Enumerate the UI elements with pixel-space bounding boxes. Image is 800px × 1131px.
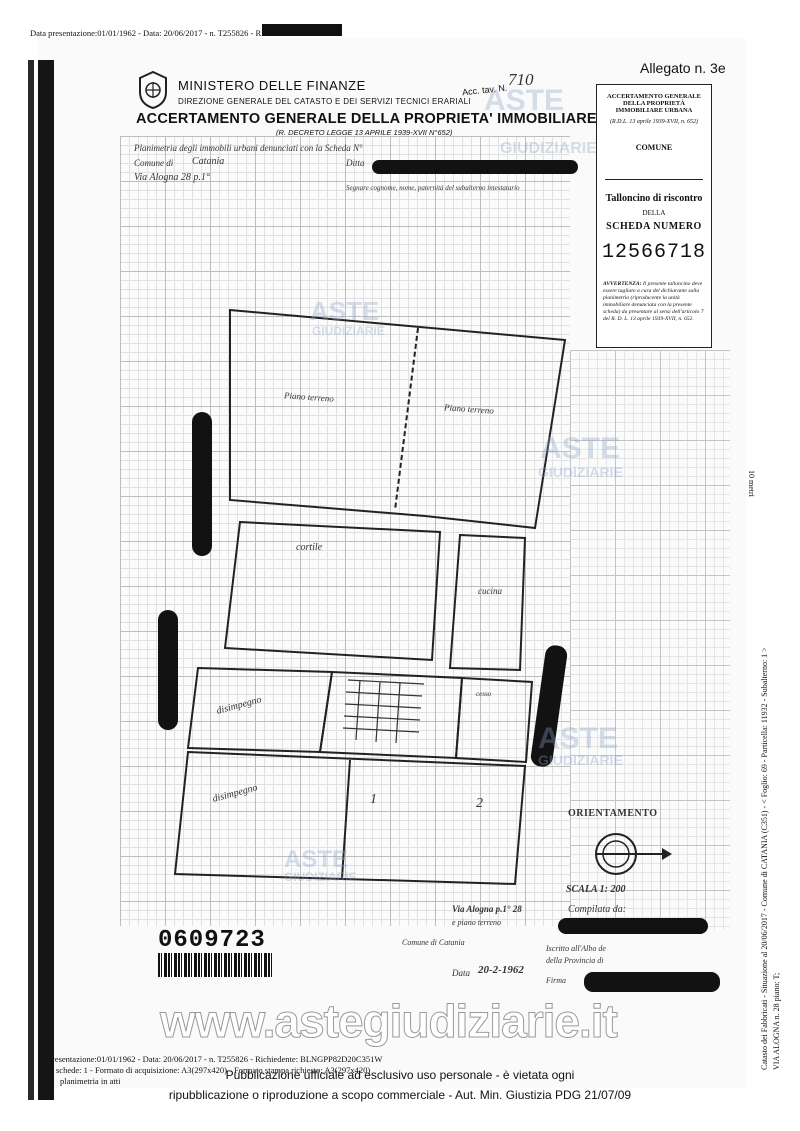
ditta-label: Ditta [346, 158, 365, 168]
talloncino-stub: ACCERTAMENTO GENERALE DELLA PROPRIETÀ IM… [596, 84, 712, 348]
stub-della: DELLA [642, 209, 666, 217]
publication-notice-2: ripubblicazione o riproduzione a scopo c… [168, 1088, 632, 1102]
emblem-icon [139, 70, 167, 110]
bottom-note-2: e piano terreno [452, 918, 502, 927]
label-cucina: cucina [478, 586, 502, 596]
watermark-brand-4: ASTE [538, 722, 619, 755]
data-value: 20-2-1962 [478, 964, 524, 976]
barcode [158, 953, 272, 977]
watermark-sub-5: GIUDIZIARIE [284, 870, 357, 884]
stub-decree: (R.D.L. 13 aprile 1939-XVII, n. 652) [610, 119, 698, 125]
iscritto-line-2: della Provincia di [546, 956, 604, 965]
side-scale-text: 10 metri [747, 470, 756, 497]
watermark-brand-1: ASTE [484, 84, 565, 117]
stub-number: 12566718 [601, 241, 706, 264]
plan-lower-rooms [173, 750, 527, 886]
stub-divider [605, 179, 703, 180]
compass-north-icon [595, 833, 672, 875]
stub-talloncino: Talloncino di riscontro [605, 193, 703, 204]
iscritto-line-1: Iscritto all'Albo de [546, 944, 606, 953]
stub-header: ACCERTAMENTO GENERALE DELLA PROPRIETÀ IM… [607, 93, 701, 114]
label-cortile: cortile [296, 542, 323, 553]
redaction-ditta [372, 160, 578, 174]
redaction-firma [584, 972, 720, 992]
floor-plan [173, 308, 567, 886]
watermark-sub-1: GIUDIZIARIE [500, 140, 597, 157]
decree-text: (R. DECRETO LEGGE 13 APRILE 1939-XVII N°… [276, 128, 453, 137]
comune-value: Catania [192, 156, 225, 167]
plan-party-wall [394, 327, 419, 511]
stub-scheda: SCHEDA NUMERO [606, 221, 702, 232]
firma-label: Firma [546, 976, 566, 985]
acc-tav-number: 710 [508, 70, 534, 89]
publication-notice-1: Pubblicazione ufficiale ad esclusivo uso… [225, 1068, 575, 1082]
bottom-note-1: Via Alogna p.1° 28 [452, 904, 522, 914]
comune-label: Comune di [134, 158, 174, 168]
watermark-url: www.astegiudiziarie.it [160, 995, 619, 1048]
plan-partition [341, 759, 351, 879]
label-room-2: 2 [476, 796, 483, 811]
redaction-top [262, 24, 342, 36]
watermark-brand-2: ASTE [310, 296, 380, 326]
planimetria-heading: Planimetria degli immobili urbani denunc… [134, 143, 363, 153]
compilata-label: Compilata da: [568, 904, 627, 915]
stub-avvertenza: AVVERTENZA: Il presente talloncino deve … [603, 281, 705, 323]
graph-paper-grid-right [570, 350, 730, 930]
watermark-sub-3: GIUDIZIARIE [538, 464, 623, 480]
plan-cortile [223, 520, 442, 662]
redaction-blot-2 [158, 610, 178, 730]
watermark-brand-3: ASTE [540, 432, 621, 465]
stub-avvertenza-text: Il presente talloncino deve essere tagli… [603, 281, 704, 322]
top-info-line: Data presentazione:01/01/1962 - Data: 20… [30, 28, 299, 38]
via-value: Via Alogna 28 p.1° [134, 172, 210, 183]
orientamento-label: ORIENTAMENTO [568, 808, 658, 819]
plan-outer-upper [229, 308, 567, 530]
redaction-compilata [558, 918, 708, 934]
plan-cucina [448, 533, 527, 672]
side-catasto-text: Catasto dei Fabbricati - Situazione al 2… [760, 647, 769, 1070]
watermark-sub-2: GIUDIZIARIE [312, 324, 385, 338]
label-room-1: 1 [370, 792, 377, 807]
segnare-note: Segnare cognome, nome, paternità del sub… [346, 184, 520, 192]
watermark-brand-5: ASTE [284, 846, 349, 873]
plan-disimpegno-1 [186, 666, 334, 754]
footer-line-1: resentazione:01/01/1962 - Data: 20/06/20… [52, 1054, 383, 1064]
bottom-note-3: Comune di Catania [402, 938, 465, 947]
barcode-number: 0609723 [158, 927, 266, 954]
stub-avvertenza-title: AVVERTENZA: [603, 281, 642, 287]
document-title: ACCERTAMENTO GENERALE DELLA PROPRIETA' I… [136, 111, 666, 127]
label-cesso: cesso [476, 690, 492, 698]
watermark-sub-4: GIUDIZIARIE [538, 752, 623, 768]
scan-edge-bar [38, 60, 54, 1100]
stub-comune: COMUNE [635, 143, 673, 152]
ministry-direction: DIREZIONE GENERALE DEL CATASTO E DEI SER… [178, 97, 471, 106]
footer-line-3: planimetria in atti [60, 1076, 121, 1086]
plan-stair [318, 670, 464, 760]
allegato-label: Allegato n. 3e [640, 60, 726, 76]
ministry-name: MINISTERO DELLE FINANZE [178, 78, 366, 93]
plan-cesso [454, 676, 534, 764]
scala-label: SCALA 1: 200 [566, 884, 626, 895]
footer-line-2: schede: 1 - Formato di acquisizione: A3(… [56, 1065, 371, 1075]
scan-edge-shadow [28, 60, 34, 1100]
redaction-blot-1 [192, 412, 212, 556]
side-address-text: VIA ALOGNA n. 28 piano: T; [772, 972, 781, 1070]
data-label: Data [452, 968, 470, 978]
